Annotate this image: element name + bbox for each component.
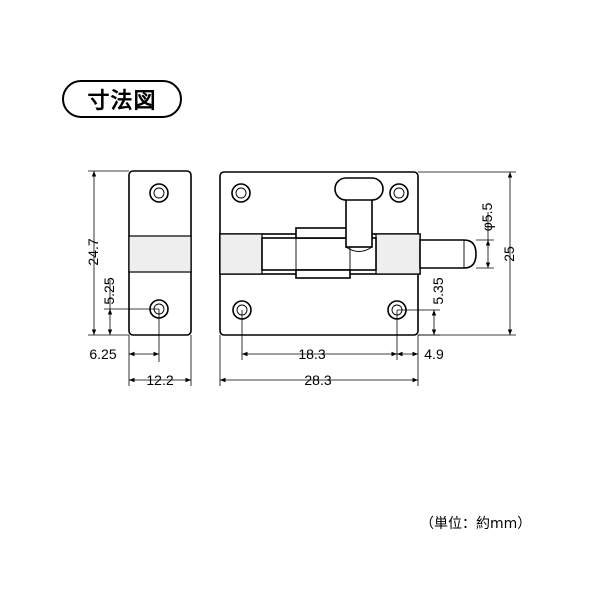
dim-width-total: 28.3 <box>304 372 331 388</box>
dim-height-total: 24.7 <box>85 238 101 265</box>
dimensions-left <box>88 170 192 386</box>
dim-plate-width: 12.2 <box>146 372 173 388</box>
dim-hole-bottom-left: 5.25 <box>101 277 117 304</box>
dim-hole-left-edge: 6.25 <box>89 346 116 362</box>
dim-hole-spacing: 18.3 <box>298 346 325 362</box>
dim-hole-bottom-right: 5.35 <box>430 277 446 304</box>
dim-height-right: 25 <box>501 246 517 262</box>
unit-note: （単位：約mm） <box>420 516 532 532</box>
page-title: 寸法図 <box>62 80 182 118</box>
dimensions-right <box>219 171 516 386</box>
strike-plate <box>128 170 192 336</box>
dim-hole-right-edge: 4.9 <box>424 346 444 362</box>
barrel-bolt <box>219 171 477 336</box>
dim-bolt-diameter: φ5.5 <box>479 203 495 232</box>
